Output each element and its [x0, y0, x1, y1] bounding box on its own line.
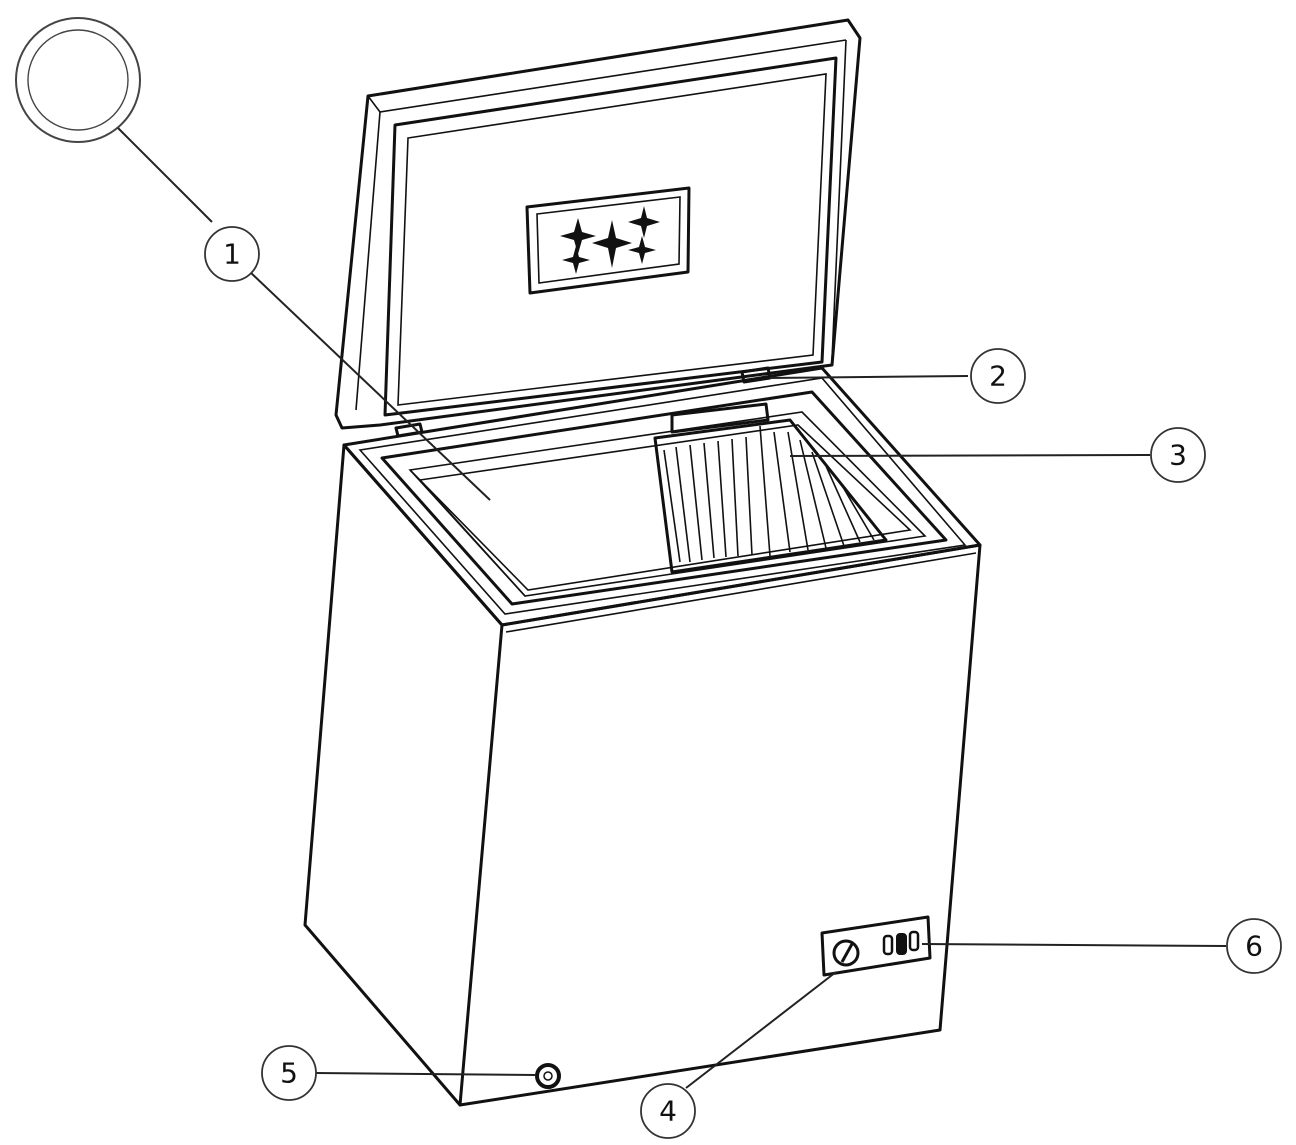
lid-logo-plate — [525, 186, 691, 295]
reference-leader-line — [117, 127, 213, 223]
leader-line-5 — [315, 1072, 537, 1076]
control-panel — [820, 915, 932, 977]
freezer-lid — [334, 18, 862, 430]
callout-6: 6 — [1226, 918, 1282, 974]
callout-3-label: 3 — [1169, 439, 1187, 472]
indicator-lights — [882, 930, 920, 956]
leader-line-6 — [921, 943, 1227, 947]
callout-1-label: 1 — [223, 238, 241, 271]
thermostat-knob[interactable] — [832, 939, 860, 967]
callout-1: 1 — [204, 226, 260, 282]
wire-basket — [653, 402, 888, 574]
callout-4-label: 4 — [659, 1095, 677, 1128]
leader-line-2 — [769, 375, 969, 379]
leader-line-4 — [685, 971, 837, 1089]
callout-2-label: 2 — [989, 360, 1007, 393]
callout-6-label: 6 — [1245, 930, 1263, 963]
freezer-cabinet — [303, 366, 982, 1107]
leader-line-1 — [249, 271, 491, 501]
callout-5-label: 5 — [280, 1057, 298, 1090]
leader-line-3 — [789, 454, 1151, 457]
callout-3: 3 — [1150, 427, 1206, 483]
drain-plug — [535, 1063, 561, 1089]
callout-5: 5 — [261, 1045, 317, 1101]
blank-reference-circle — [15, 17, 141, 143]
callout-2: 2 — [970, 348, 1026, 404]
callout-4: 4 — [640, 1083, 696, 1139]
